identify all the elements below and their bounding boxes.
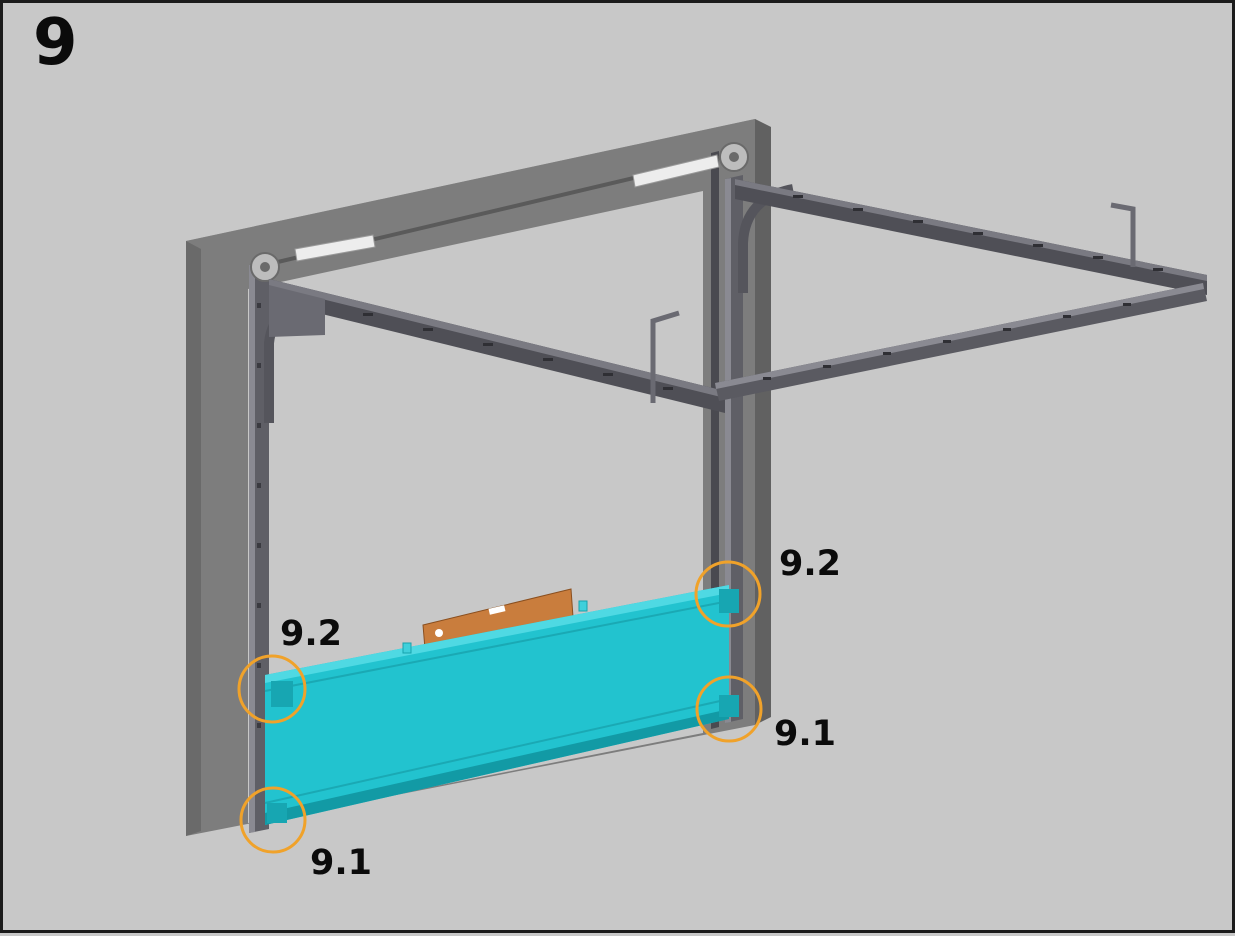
callout-label-left-top: 9.2 — [280, 614, 343, 654]
left-horizontal-track — [269, 279, 725, 413]
callout-label-right-top: 9.2 — [779, 544, 842, 584]
callout-circles — [237, 560, 763, 854]
spirit-level — [422, 588, 574, 650]
step-number: 9 — [33, 6, 78, 80]
callout-label-left-bottom: 9.1 — [310, 843, 373, 883]
wall-frame — [186, 119, 771, 836]
callout-circle-left-bottom — [239, 786, 307, 854]
callout-label-right-bottom: 9.1 — [774, 714, 837, 754]
spring-shaft — [250, 142, 749, 282]
callout-circle-left-top — [237, 654, 307, 724]
door-panel — [264, 585, 739, 825]
callout-circle-right-bottom — [695, 675, 763, 743]
rear-cross-angle — [715, 283, 1207, 401]
garage-door-installation-drawing — [186, 119, 1207, 854]
right-horizontal-track — [735, 179, 1207, 295]
callout-circle-right-top — [694, 560, 762, 628]
